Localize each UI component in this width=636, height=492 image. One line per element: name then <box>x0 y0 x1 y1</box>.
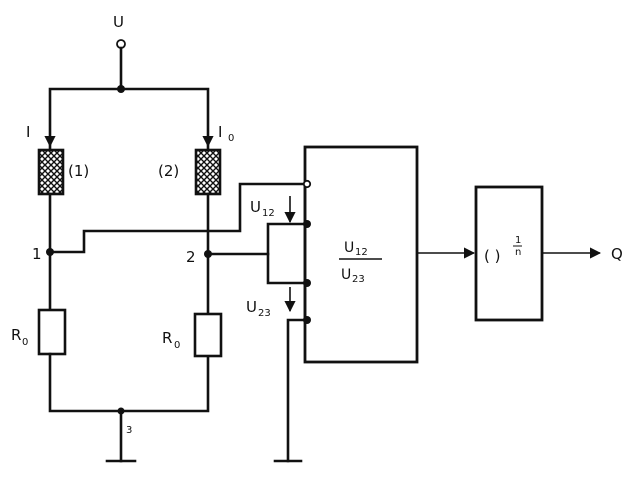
resistor-1 <box>37 308 67 356</box>
node-2-label: 2 <box>186 248 196 266</box>
divider-input-3 <box>303 279 311 287</box>
input-bridge <box>266 222 307 285</box>
top-rail <box>48 87 210 152</box>
ref-current-label: I <box>218 123 222 141</box>
divider-input-1 <box>302 179 312 189</box>
node-1-wire <box>48 182 304 254</box>
divider-input-4 <box>303 316 311 324</box>
resistor-2 <box>193 312 223 358</box>
divider-input-2 <box>303 220 311 228</box>
sensor-1-label: (1) <box>68 162 89 180</box>
divider-denominator: U <box>341 267 351 283</box>
ref-current-subscript: 0 <box>228 133 234 144</box>
voltage-23-subscript: 23 <box>258 308 271 319</box>
resistor-2-subscript: 0 <box>174 340 180 351</box>
sensor-2-label: (2) <box>158 162 179 180</box>
sensor-1 <box>37 148 65 196</box>
root-exponent-num: 1 <box>515 235 521 246</box>
current-label: I <box>26 123 30 141</box>
root-block-base: ( ) <box>484 247 500 265</box>
node-1-label: 1 <box>32 245 42 263</box>
voltage-12-subscript: 12 <box>262 208 275 219</box>
output-label: Q <box>611 245 623 263</box>
divider-numerator-sub: 12 <box>355 247 368 258</box>
bottom-rail <box>48 352 210 413</box>
resistor-1-subscript: 0 <box>22 337 28 348</box>
root-exponent-den: n <box>515 247 521 258</box>
voltage-23-label: U <box>246 298 257 316</box>
resistor-2-label: R <box>162 329 172 347</box>
u23-ground-wire <box>286 318 307 463</box>
divider-denominator-sub: 23 <box>352 274 365 285</box>
divider-numerator: U <box>344 240 354 256</box>
sensor-2 <box>194 148 222 196</box>
voltage-12-label: U <box>250 198 261 216</box>
node-3-label: 3 <box>126 425 132 436</box>
supply-label: U <box>113 13 124 31</box>
resistor-1-label: R <box>11 326 21 344</box>
